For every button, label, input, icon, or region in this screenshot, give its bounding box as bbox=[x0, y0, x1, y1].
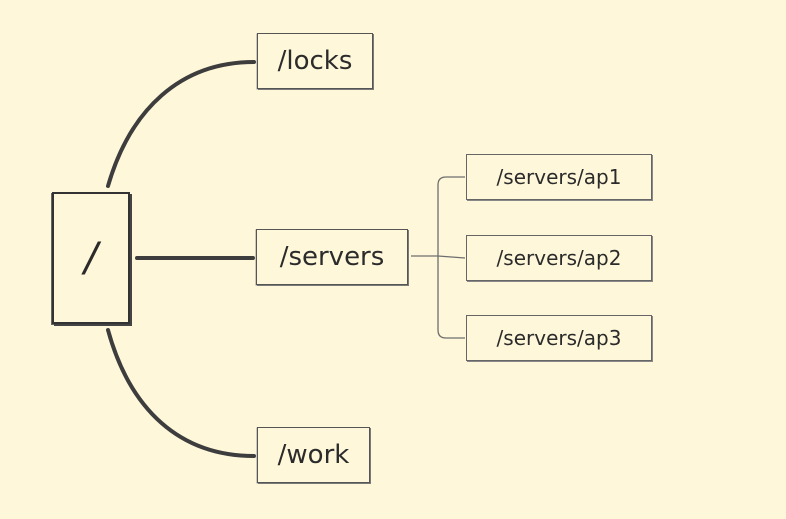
edge-servers-ap2 bbox=[437, 255, 466, 259]
node-work: /work bbox=[257, 427, 370, 483]
edge-root-work bbox=[106, 328, 256, 458]
node-servers-ap2-label: /servers/ap2 bbox=[496, 246, 622, 270]
root-node: / bbox=[52, 192, 130, 324]
node-servers: /servers bbox=[256, 229, 408, 285]
node-servers-label: /servers bbox=[279, 242, 385, 272]
node-locks: /locks bbox=[257, 33, 373, 89]
node-servers-ap2: /servers/ap2 bbox=[466, 235, 652, 281]
node-work-label: /work bbox=[277, 440, 350, 470]
node-servers-ap3: /servers/ap3 bbox=[466, 315, 652, 361]
root-node-label: / bbox=[84, 235, 98, 281]
node-servers-ap1-label: /servers/ap1 bbox=[496, 165, 622, 189]
node-locks-label: /locks bbox=[277, 46, 353, 76]
node-servers-ap3-label: /servers/ap3 bbox=[496, 326, 622, 350]
edge-servers-ap1 bbox=[437, 176, 465, 256]
node-servers-ap1: /servers/ap1 bbox=[466, 154, 652, 200]
edge-servers-ap3 bbox=[437, 256, 465, 339]
edge-root-locks bbox=[106, 60, 256, 188]
